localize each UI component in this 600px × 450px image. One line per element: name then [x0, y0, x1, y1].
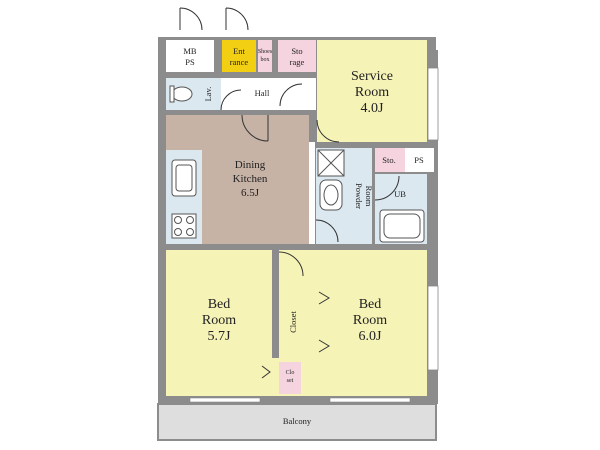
room-balcony — [157, 403, 437, 441]
stove-icon — [171, 213, 197, 239]
label-mb: MB — [183, 46, 197, 56]
room-service — [317, 40, 427, 142]
label-closet-small-1: Clo — [286, 370, 295, 376]
label-service-1: Service — [351, 69, 393, 84]
door-service — [316, 119, 340, 143]
room-sto — [375, 148, 405, 172]
label-box: box — [261, 57, 270, 63]
label-bed-right-2: Room — [353, 313, 387, 328]
door-closet-small — [261, 365, 271, 379]
label-storage-1: Sto — [291, 46, 302, 56]
label-ps-top: PS — [185, 57, 195, 67]
door-bed-right — [278, 251, 304, 277]
label-bed-left-1: Bed — [208, 297, 231, 312]
label-bed-left-3: 5.7J — [208, 329, 232, 344]
label-hall: Hall — [255, 88, 270, 98]
room-closet-small — [279, 362, 301, 394]
label-storage-2: rage — [290, 57, 305, 67]
window-balcony-right — [329, 397, 411, 403]
label-ub: UB — [394, 189, 406, 199]
door-entrance-right — [225, 7, 249, 31]
room-entrance — [222, 40, 256, 72]
label-closet: Closet — [288, 311, 298, 333]
label-bed-right-1: Bed — [359, 297, 382, 312]
room-shoes-box — [258, 40, 272, 72]
washbasin-icon — [319, 179, 343, 211]
label-service-3: 4.0J — [361, 101, 385, 116]
label-shoes: Shoes — [258, 49, 273, 55]
label-bed-left-2: Room — [202, 313, 236, 328]
label-powder-1: Powder — [354, 183, 364, 209]
door-powder — [315, 219, 339, 243]
door-dining — [241, 114, 269, 142]
room-hall — [221, 78, 316, 110]
room-mb-ps — [166, 40, 214, 72]
label-dining-3: 6.5J — [241, 187, 260, 199]
window-balcony-left — [189, 397, 261, 403]
door-ub — [374, 175, 400, 201]
label-balcony: Balcony — [283, 416, 312, 426]
room-hall-lower — [309, 142, 315, 244]
window-service — [427, 67, 439, 141]
toilet-icon — [169, 85, 193, 103]
label-lav: Lav. — [203, 87, 213, 102]
label-service-2: Room — [355, 85, 389, 100]
bathtub-icon — [379, 209, 425, 243]
room-bed-left — [166, 250, 272, 396]
room-storage — [278, 40, 316, 72]
label-bed-right-3: 6.0J — [359, 329, 383, 344]
window-bed-right — [427, 285, 439, 371]
label-sto: Sto. — [382, 155, 395, 165]
room-ps — [405, 148, 434, 172]
label-dining-1: Dining — [235, 159, 266, 171]
door-entrance-left — [179, 7, 203, 31]
label-entrance-1: Ent — [233, 46, 245, 56]
washing-machine-icon — [317, 149, 345, 177]
label-powder-2: Room — [364, 186, 374, 207]
door-closet-bottom — [318, 339, 330, 353]
door-hall-storage — [279, 83, 303, 107]
door-closet-top — [318, 291, 330, 305]
door-lav — [220, 89, 242, 111]
label-dining-2: Kitchen — [233, 173, 268, 185]
label-ps: PS — [414, 155, 424, 165]
label-closet-small-2: set — [287, 378, 294, 384]
kitchen-sink-icon — [171, 159, 197, 197]
label-entrance-2: rance — [230, 57, 249, 67]
